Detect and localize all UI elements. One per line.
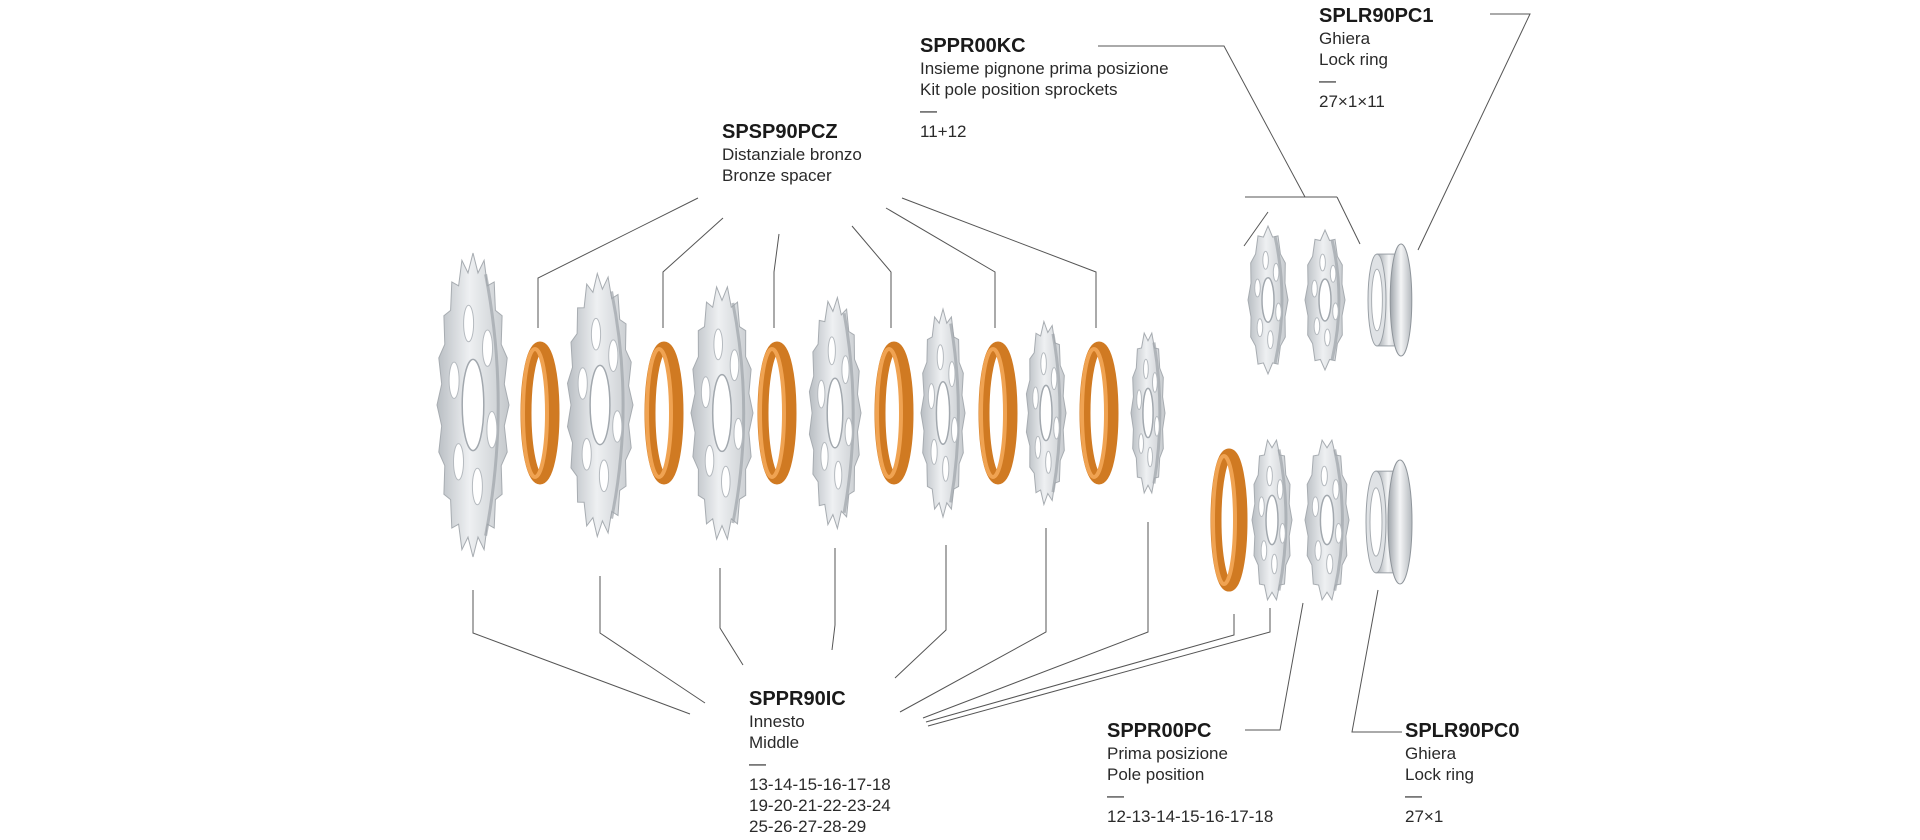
part-name-it: Insieme pignone prima posizione <box>920 59 1169 78</box>
part-code: SPPR00PC <box>1107 720 1212 742</box>
parts-layer <box>436 224 1413 602</box>
sprocket-icon <box>1025 319 1067 507</box>
label-spacer: SPSP90PCZ Distanziale bronzo Bronze spac… <box>722 120 862 186</box>
part-name-it: Prima posizione <box>1107 744 1228 763</box>
part-name-en: Middle <box>749 733 800 752</box>
sprocket-icon <box>808 295 862 531</box>
part-sizes: 27×1×11 <box>1319 92 1385 111</box>
separator-dash: — <box>1405 786 1422 805</box>
part-sizes: 19-20-21-22-23-24 <box>749 796 891 815</box>
sprocket-icon <box>1304 228 1346 372</box>
part-code: SPLR90PC0 <box>1405 720 1520 742</box>
part-sizes: 12-13-14-15-16-17-18 <box>1107 807 1274 826</box>
sprocket-icon <box>690 285 754 541</box>
part-code: SPLR90PC1 <box>1319 5 1434 27</box>
leader-lines <box>472 13 1531 733</box>
label-kit: SPPR00KC Insieme pignone prima posizione… <box>920 34 1169 142</box>
part-name-en: Kit pole position sprockets <box>920 80 1118 99</box>
bronze-spacer-icon <box>520 341 560 485</box>
sprocket-icon <box>436 252 510 558</box>
bronze-spacer-icon <box>1210 448 1248 592</box>
sprocket-icon <box>566 271 634 539</box>
separator-dash: — <box>749 754 766 773</box>
part-name-it: Distanziale bronzo <box>722 145 862 164</box>
label-lockring-top: SPLR90PC1 Ghiera Lock ring — 27×1×11 <box>1319 4 1434 112</box>
sprocket-icon <box>1304 438 1350 602</box>
part-code: SPPR90IC <box>749 688 846 710</box>
part-name-en: Bronze spacer <box>722 166 832 185</box>
part-name-en: Pole position <box>1107 765 1205 784</box>
label-pole: SPPR00PC Prima posizione Pole position —… <box>1107 719 1273 827</box>
label-lockring-bottom: SPLR90PC0 Ghiera Lock ring — 27×1 <box>1405 719 1520 827</box>
separator-dash: — <box>1319 71 1336 90</box>
bronze-spacer-icon <box>644 341 684 485</box>
bronze-spacer-icon <box>978 341 1018 485</box>
separator-dash: — <box>1107 786 1124 805</box>
part-name-it: Ghiera <box>1405 744 1457 763</box>
separator-dash: — <box>920 101 937 120</box>
part-code: SPPR00KC <box>920 35 1026 57</box>
bronze-spacer-icon <box>757 341 797 485</box>
part-code: SPSP90PCZ <box>722 121 838 143</box>
part-sizes: 27×1 <box>1405 807 1444 826</box>
part-name-en: Lock ring <box>1405 765 1474 784</box>
lock-ring-icon <box>1367 243 1413 357</box>
sprocket-icon <box>920 307 966 519</box>
part-sizes: 13-14-15-16-17-18 <box>749 775 891 794</box>
sprocket-icon <box>1130 331 1166 495</box>
part-sizes: 11+12 <box>920 122 967 141</box>
part-name-en: Lock ring <box>1319 50 1388 69</box>
part-name-it: Ghiera <box>1319 29 1371 48</box>
sprocket-icon <box>1251 438 1293 602</box>
part-sizes: 25-26-27-28-29 <box>749 817 867 836</box>
bronze-spacer-icon <box>874 341 914 485</box>
bronze-spacer-icon <box>1079 341 1119 485</box>
label-middle: SPPR90IC Innesto Middle — 13-14-15-16-17… <box>749 687 891 837</box>
sprocket-icon <box>1247 224 1289 376</box>
lock-ring-icon <box>1365 459 1413 585</box>
part-name-it: Innesto <box>749 712 805 731</box>
